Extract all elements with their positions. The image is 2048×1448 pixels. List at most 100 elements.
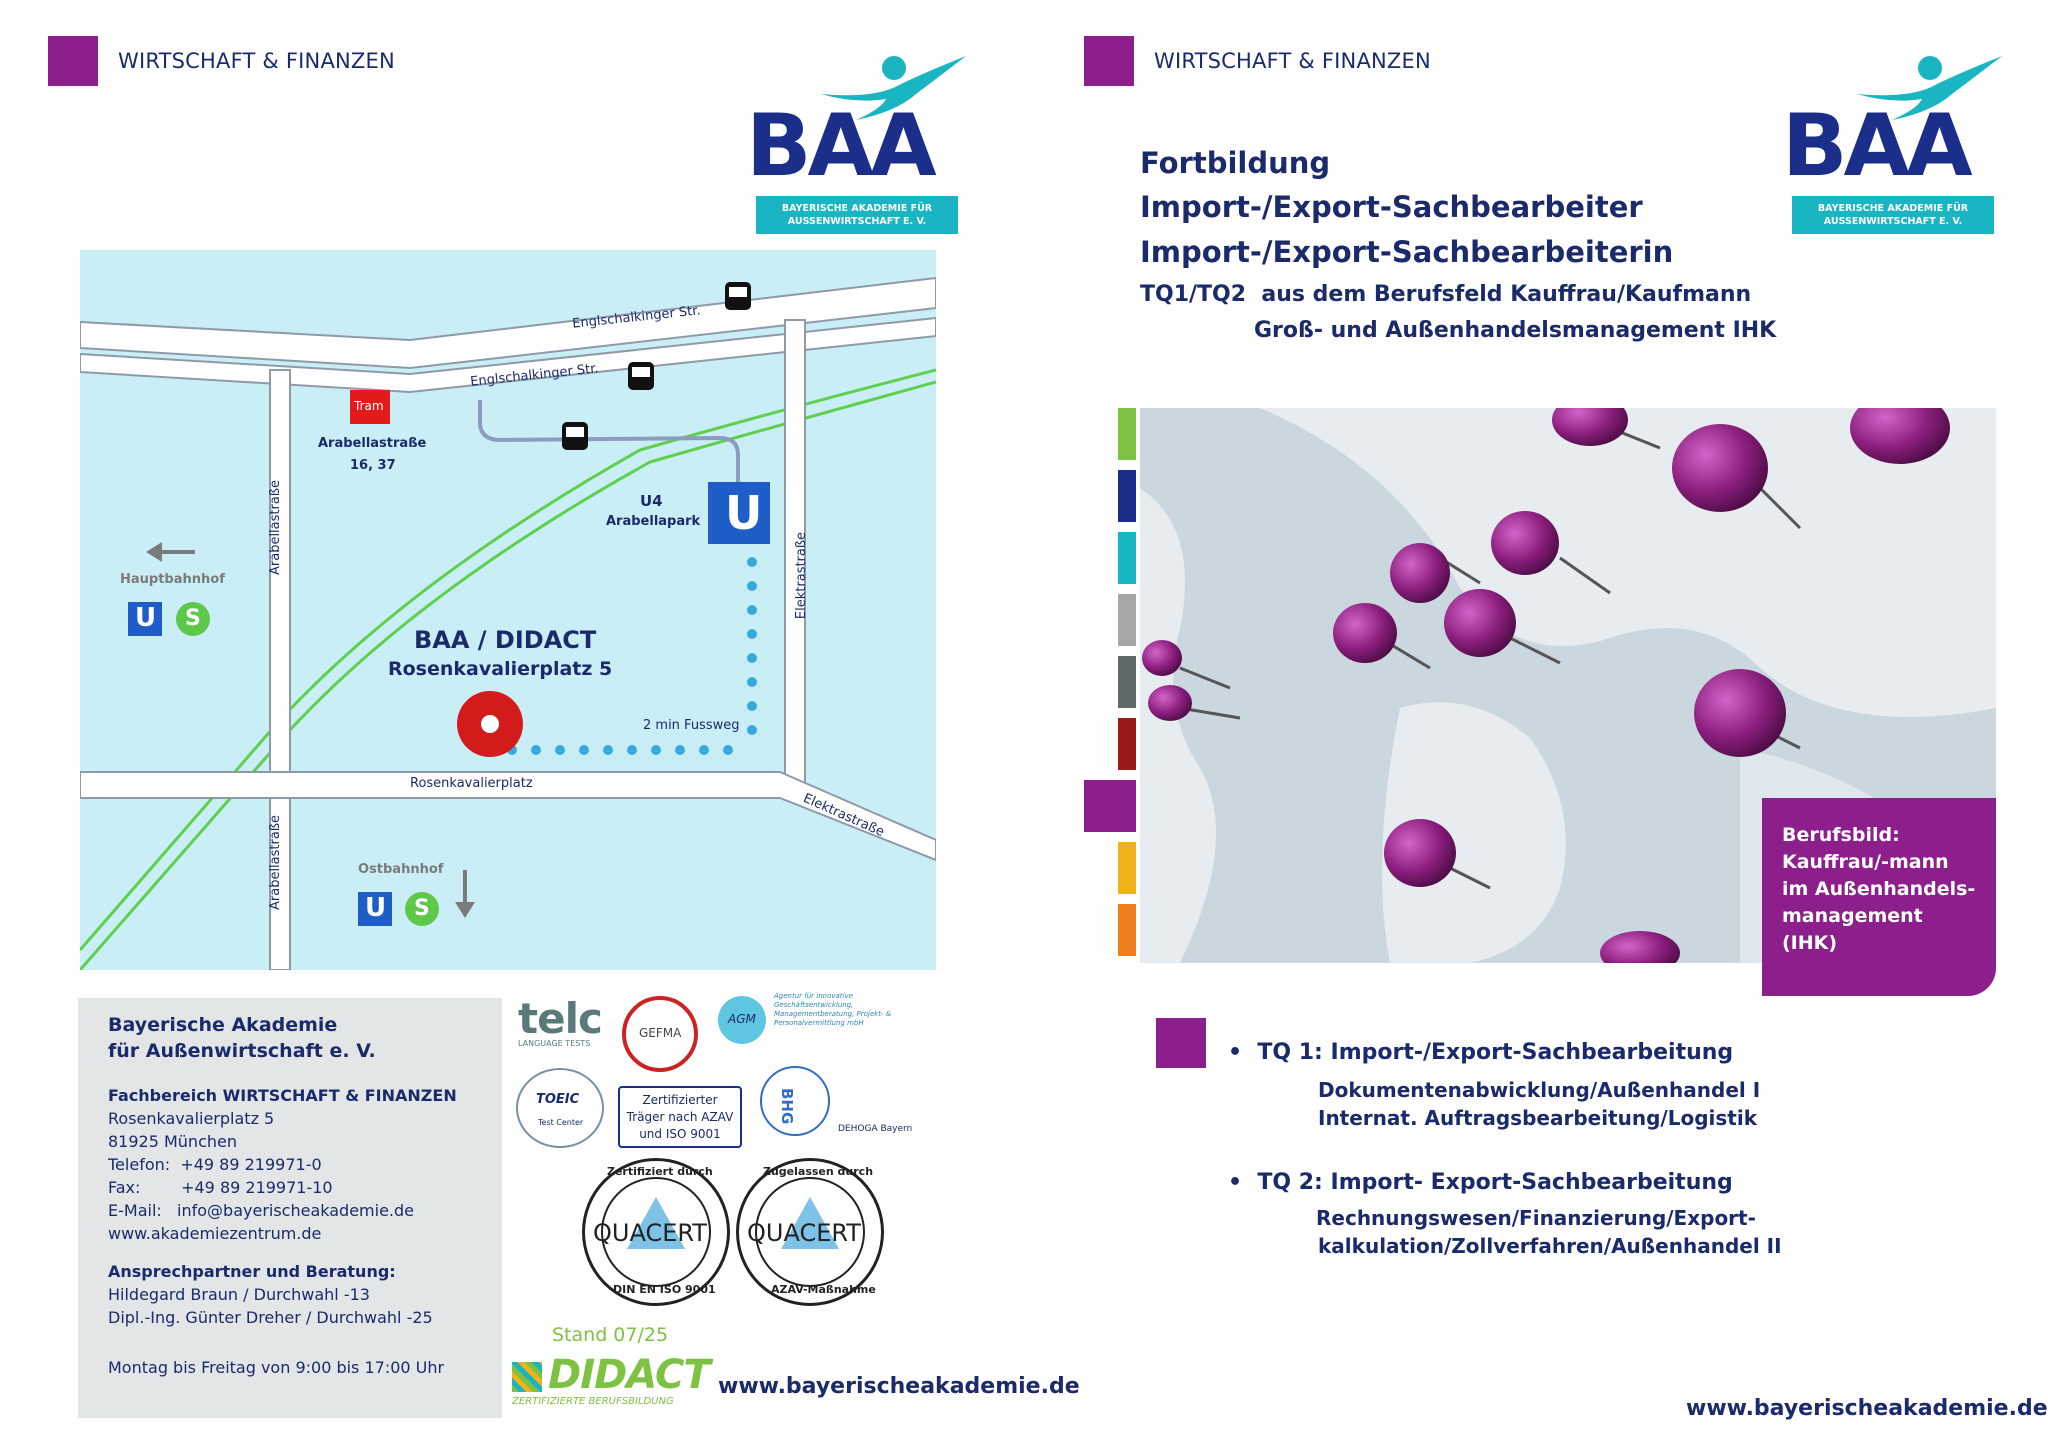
- website-right[interactable]: www.bayerischeakademie.de: [1686, 1396, 2048, 1421]
- subtitle-line-1: TQ1/TQ2 aus dem Berufsfeld Kauffrau/Kauf…: [1140, 282, 1752, 307]
- dehoga-label: DEHOGA Bayern: [838, 1124, 913, 1134]
- azav-line2: Träger nach AZAV: [626, 1110, 734, 1124]
- logo-tagline: BAYERISCHE AKADEMIE FÜR AUSSENWIRTSCHAFT…: [756, 196, 958, 234]
- hauptbahnhof-label: Hauptbahnhof: [120, 572, 225, 587]
- address-panel: Bayerische Akademie für Außenwirtschaft …: [78, 998, 502, 1418]
- arabellapark-label: Arabellapark: [606, 514, 701, 529]
- logo-text-right: BAA: [1782, 96, 1973, 196]
- section-title: WIRTSCHAFT & FINANZEN: [118, 49, 395, 73]
- city: 81925 München: [108, 1132, 237, 1151]
- contact-heading: Ansprechpartner und Beratung:: [108, 1262, 396, 1281]
- agm-logo: AGM Agentur für innovative Geschäftsentw…: [716, 990, 908, 1046]
- org-name-line2: für Außenwirtschaft e. V.: [108, 1040, 376, 1062]
- color-stripe: [1118, 904, 1136, 956]
- baa-didact-label: BAA / DIDACT: [414, 626, 597, 654]
- email[interactable]: E-Mail: info@bayerischeakademie.de: [108, 1201, 415, 1220]
- quacert-seal-iso: QUACERT Zertifiziert durch DIN EN ISO 90…: [582, 1158, 730, 1306]
- contact-2: Dipl.-Ing. Günter Dreher / Durchwahl -25: [108, 1308, 433, 1327]
- quacert-2-bottom: AZAV-Maßnahme: [771, 1283, 876, 1296]
- u-sign-icon-hbf: U: [135, 603, 157, 633]
- logo-tag-line1: BAYERISCHE AKADEMIE FÜR: [781, 203, 933, 214]
- contact-1: Hildegard Braun / Durchwahl -13: [108, 1285, 370, 1304]
- color-stripe: [1084, 780, 1136, 832]
- logo-tagline-right: BAYERISCHE AKADEMIE FÜR AUSSENWIRTSCHAFT…: [1792, 196, 1994, 234]
- section-title-right: WIRTSCHAFT & FINANZEN: [1154, 49, 1431, 73]
- fax: Fax: +49 89 219971-10: [108, 1178, 333, 1197]
- color-stripe: [1118, 532, 1136, 584]
- azav-line3: und ISO 9001: [639, 1127, 721, 1141]
- tram-icon: Tram: [354, 399, 384, 413]
- figure-icon-right: [1857, 56, 2002, 120]
- baa-logo-right: BAA BAYERISCHE AKADEMIE FÜR AUSSENWIRTSC…: [1782, 54, 2012, 234]
- quacert-text-2: QUACERT: [747, 1219, 861, 1247]
- tram-lines-label: 16, 37: [350, 458, 396, 473]
- figure-icon: [821, 56, 966, 120]
- stand-label: Stand 07/25: [552, 1324, 669, 1346]
- telc-logo: telc LANGUAGE TESTS: [518, 994, 603, 1048]
- title-line-3: Import-/Export-Sachbearbeiterin: [1140, 235, 1674, 269]
- tq2-line-1: Rechnungswesen/Finanzierung/Export-: [1316, 1206, 1756, 1230]
- agm-text: AGM: [728, 1012, 756, 1026]
- rosenkavalierplatz-street-label: Rosenkavalierplatz: [410, 776, 533, 791]
- color-stripe: [1118, 594, 1136, 646]
- didact-sub: ZERTIFIZIERTE BERUFSBILDUNG: [512, 1396, 674, 1407]
- ostbahnhof-label: Ostbahnhof: [358, 862, 444, 877]
- berufsbild-line-1: Berufsbild:: [1782, 824, 1900, 846]
- section-marker: [48, 36, 98, 86]
- berufsbild-line-3: im Außenhandels-: [1782, 878, 1976, 900]
- color-stripe: [1118, 842, 1136, 894]
- tq2-heading: • TQ 2: Import- Export-Sachbearbeitung: [1228, 1170, 1733, 1195]
- department: Fachbereich WIRTSCHAFT & FINANZEN: [108, 1086, 457, 1105]
- subtitle-line-2: Groß- und Außenhandelsmanagement IHK: [1254, 318, 1777, 343]
- baa-logo: BAA BAYERISCHE AKADEMIE FÜR AUSSENWIRTSC…: [746, 54, 976, 234]
- section-marker-right: [1084, 36, 1134, 86]
- u-sign-icon: U: [725, 486, 763, 540]
- bhg-seal: BHG: [760, 1066, 830, 1136]
- azav-line1: Zertifizierter: [642, 1093, 718, 1107]
- color-stripe: [1118, 470, 1136, 522]
- logo-tag-line2: AUSSENWIRTSCHAFT E. V.: [787, 216, 927, 227]
- arabellastrasse-label: Arabellastraße: [268, 479, 284, 576]
- berufsbild-box: Berufsbild: Kauffrau/-mann im Außenhande…: [1762, 798, 1996, 996]
- s-sign-icon-ost: S: [414, 896, 430, 921]
- didact-dots-icon: [512, 1362, 542, 1392]
- logo-tag-line2-right: AUSSENWIRTSCHAFT E. V.: [1823, 216, 1963, 227]
- title-line-2: Import-/Export-Sachbearbeiter: [1140, 190, 1643, 224]
- quacert-seal-azav: QUACERT Zugelassen durch AZAV-Maßnahme: [736, 1158, 884, 1306]
- elektrastrasse-label: Elektrastraße: [794, 531, 810, 620]
- arabellastrasse-label-lower: Arabellastraße: [268, 814, 284, 911]
- phone: Telefon: +49 89 219971-0: [108, 1155, 322, 1174]
- tq2-line-2: kalkulation/Zollverfahren/Außenhandel II: [1318, 1234, 1782, 1258]
- org-name-line1: Bayerische Akademie: [108, 1014, 338, 1036]
- berufsbild-line-4: management (IHK): [1782, 905, 1923, 954]
- berufsbild-line-2: Kauffrau/-mann: [1782, 851, 1949, 873]
- telc-text: telc: [518, 994, 603, 1043]
- website-left[interactable]: www.bayerischeakademie.de: [718, 1374, 1080, 1399]
- tram-stop-label: Arabellastraße: [318, 436, 427, 451]
- color-stripe: [1118, 718, 1136, 770]
- quacert-text-1: QUACERT: [593, 1219, 707, 1247]
- logo-text: BAA: [746, 96, 937, 196]
- logo-tag-line1-right: BAYERISCHE AKADEMIE FÜR: [1817, 203, 1969, 214]
- web-link[interactable]: www.akademiezentrum.de: [108, 1224, 322, 1243]
- u4-label: U4: [640, 492, 663, 510]
- color-stripe: [1118, 408, 1136, 460]
- gefma-text: GEFMA: [639, 1026, 682, 1040]
- location-map: Englschalkinger Str. Englschalkinger Str…: [80, 250, 936, 970]
- tq1-line-1: Dokumentenabwicklung/Außenhandel I: [1318, 1078, 1761, 1102]
- opening-hours: Montag bis Freitag von 9:00 bis 17:00 Uh…: [108, 1358, 445, 1377]
- color-stripe: [1118, 656, 1136, 708]
- didact-text: DIDACT: [548, 1352, 711, 1398]
- toeic-text: TOEIC: [536, 1092, 580, 1107]
- toeic-sub: Test Center: [538, 1118, 584, 1127]
- address-on-map-label: Rosenkavalierplatz 5: [388, 658, 613, 680]
- u-sign-icon-ost: U: [365, 893, 387, 923]
- street: Rosenkavalierplatz 5: [108, 1109, 275, 1128]
- map-drawing: [80, 276, 936, 970]
- walk-label: 2 min Fussweg: [643, 718, 740, 733]
- gefma-seal: GEFMA: [622, 996, 698, 1072]
- telc-sub: LANGUAGE TESTS: [518, 1039, 591, 1048]
- quacert-1-bottom: DIN EN ISO 9001: [613, 1283, 716, 1296]
- tq1-line-2: Internat. Auftragsbearbeitung/Logistik: [1318, 1106, 1757, 1130]
- azav-badge: Zertifizierter Träger nach AZAV und ISO …: [618, 1086, 742, 1148]
